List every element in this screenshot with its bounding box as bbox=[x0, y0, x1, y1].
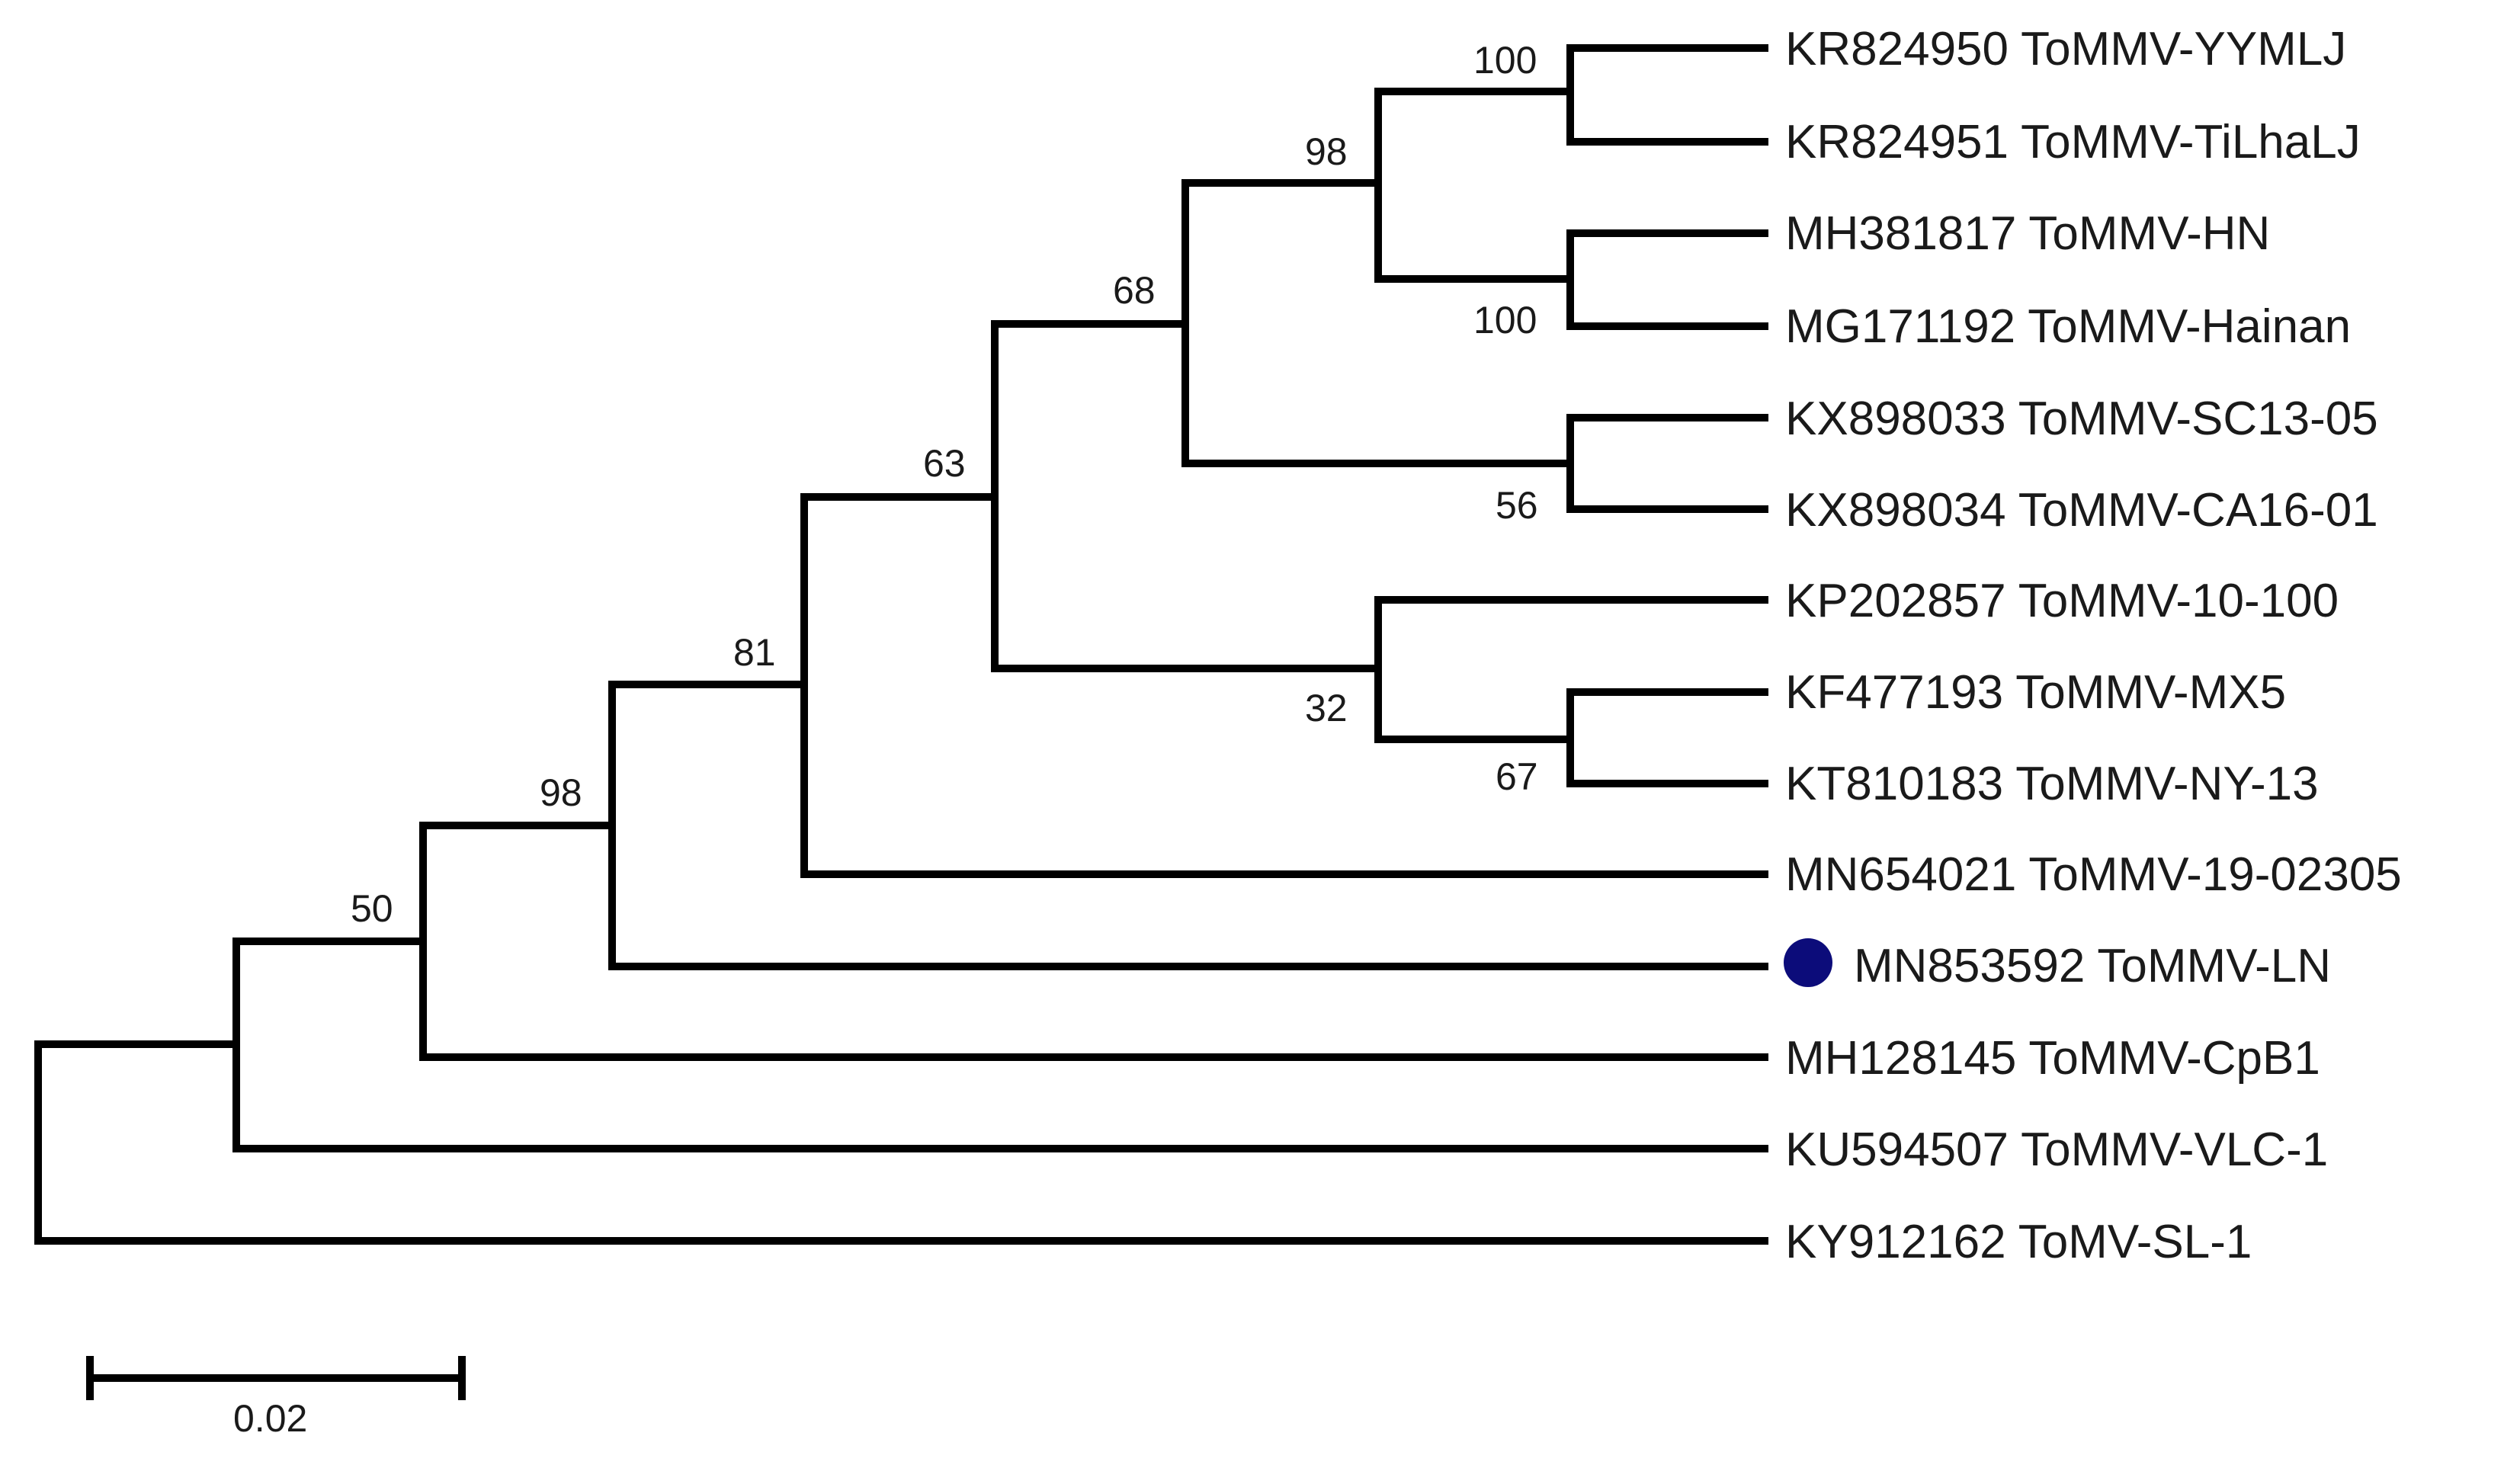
taxon-label-cpb1: MH128145 ToMMV-CpB1 bbox=[1785, 1032, 2320, 1085]
bootstrap-value-81: 81 bbox=[733, 631, 776, 674]
branch-node-81 bbox=[800, 493, 1768, 878]
branch-root bbox=[34, 938, 1768, 1245]
bootstrap-value-63: 63 bbox=[923, 442, 966, 485]
highlight-marker-icon bbox=[1784, 938, 1832, 987]
taxon-label-n19: MN654021 ToMMV-19-02305 bbox=[1785, 848, 2402, 901]
bootstrap-value-100-upper: 100 bbox=[1473, 39, 1537, 82]
bootstrap-value-100-lower: 100 bbox=[1473, 299, 1537, 341]
branch-node-98-upper bbox=[1374, 88, 1574, 283]
branch-node-98-lower bbox=[608, 681, 1768, 970]
taxon-label-ny13: KT810183 ToMMV-NY-13 bbox=[1785, 758, 2319, 810]
bootstrap-value-98-lower: 98 bbox=[540, 771, 582, 814]
taxon-label-sc13: KX898033 ToMMV-SC13-05 bbox=[1785, 393, 2378, 445]
bootstrap-value-68: 68 bbox=[1113, 269, 1156, 312]
bootstrap-value-56: 56 bbox=[1496, 484, 1538, 527]
branch-node-56 bbox=[1566, 414, 1768, 513]
taxon-label-yymlj: KR824950 ToMMV-YYMLJ bbox=[1785, 23, 2346, 75]
branch-node-68 bbox=[1181, 179, 1574, 467]
taxon-label-ca16: KX898034 ToMMV-CA16-01 bbox=[1785, 484, 2378, 537]
taxon-label-vlc1: KU594507 ToMMV-VLC-1 bbox=[1785, 1123, 2328, 1176]
taxon-label-hainan: MG171192 ToMMV-Hainan bbox=[1785, 300, 2351, 353]
taxon-label-ln: MN853592 ToMMV-LN bbox=[1854, 940, 2331, 992]
branch-node-100-upper bbox=[1566, 44, 1768, 146]
branch-node-100-lower bbox=[1566, 229, 1768, 330]
bootstrap-value-98-upper: 98 bbox=[1305, 130, 1348, 173]
bootstrap-value-50: 50 bbox=[351, 887, 393, 930]
bootstrap-value-32: 32 bbox=[1305, 687, 1348, 729]
branch-node-50 bbox=[232, 822, 616, 1048]
taxon-label-tilhalj: KR824951 ToMMV-TiLhaLJ bbox=[1785, 116, 2361, 168]
scale-bar bbox=[86, 1356, 466, 1400]
bootstrap-value-67: 67 bbox=[1496, 755, 1538, 798]
scale-bar-label: 0.02 bbox=[233, 1397, 307, 1440]
taxon-label-mx5: KF477193 ToMMV-MX5 bbox=[1785, 666, 2286, 719]
branch-node-32 bbox=[1374, 596, 1768, 743]
branch-node-67 bbox=[1566, 688, 1768, 787]
taxon-label-sl1: KY912162 ToMV-SL-1 bbox=[1785, 1216, 2252, 1268]
branch-node-63 bbox=[991, 320, 1382, 672]
taxon-label-hn: MH381817 ToMMV-HN bbox=[1785, 207, 2270, 260]
taxon-label-t10: KP202857 ToMMV-10-100 bbox=[1785, 575, 2339, 627]
